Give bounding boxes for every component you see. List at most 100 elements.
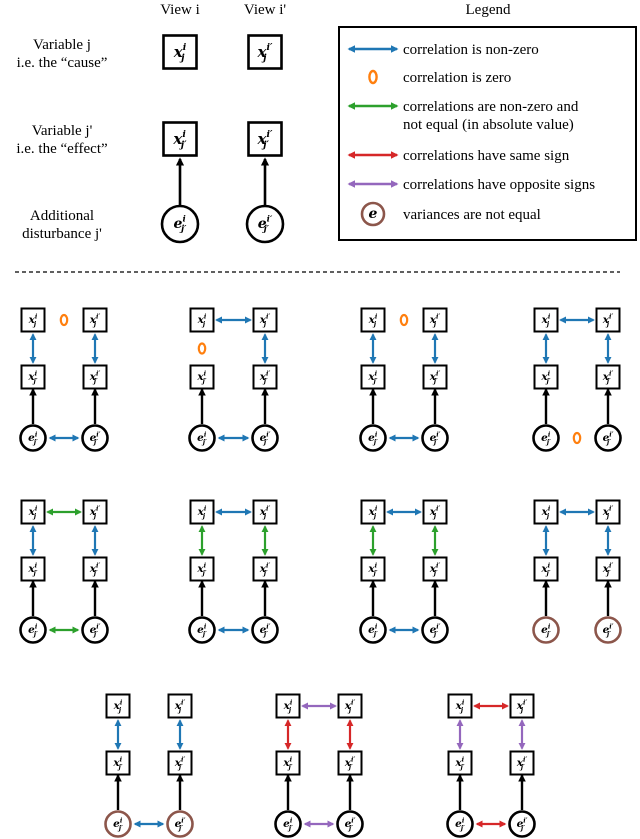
- x-view-ip-effect: [252, 556, 278, 582]
- x-view-i-effect-label-base: x: [540, 371, 548, 383]
- x-view-i-effect-label-base: x: [196, 371, 204, 383]
- x-view-ip-cause-label: xi′j: [429, 505, 441, 520]
- header-x-view-i-effect-label-sup: i: [182, 129, 186, 140]
- e-view-ip: [421, 616, 449, 644]
- x-view-i-cause-label-sup: i: [375, 505, 378, 513]
- x-view-ip-effect-label: xi′j′: [429, 562, 441, 577]
- x-view-ip-effect-label-sup: i′: [436, 370, 440, 378]
- e-view-ip-label-base: e: [260, 624, 267, 636]
- header-x-view-ip-effect-label-sub: j′: [261, 139, 269, 150]
- x-view-ip-cause-label: xi′j: [259, 505, 271, 520]
- e-view-ip: [508, 810, 536, 838]
- x-view-i-cause-label-sub: j: [201, 320, 206, 328]
- x-view-ip-effect-label-sub: j′: [519, 763, 525, 771]
- x-view-ip-cause-label-sub: j: [347, 706, 352, 714]
- x-view-ip-effect-label-sup: i′: [351, 756, 355, 764]
- x-view-ip-cause-label-sub: j: [605, 320, 610, 328]
- e-view-ip-label-sup: i′: [351, 817, 355, 825]
- x-view-i-cause-label-sub: j: [287, 706, 292, 714]
- e-view-ip-label: ei′j′: [260, 623, 271, 638]
- left-correlation-zero-correlation: [197, 342, 207, 355]
- x-view-ip-effect: [509, 750, 535, 776]
- x-view-ip-cause-label-sub: j: [519, 706, 524, 714]
- x-view-ip-effect-label-sup: i′: [609, 370, 613, 378]
- x-view-i-effect-label-base: x: [27, 563, 35, 575]
- top-correlation-zero-correlation: [399, 313, 409, 327]
- e-view-ip-label-sub: j′: [92, 630, 98, 638]
- x-view-i-cause-label-sub: j: [545, 320, 550, 328]
- x-view-ip-cause: [595, 499, 621, 525]
- x-view-i-cause-label-base: x: [113, 700, 121, 712]
- x-view-i-effect: [533, 364, 559, 390]
- e-view-i-label-base: e: [541, 624, 548, 636]
- x-view-ip-effect-label: xi′j′: [516, 756, 528, 771]
- x-view-ip-cause-label-sub: j: [262, 320, 267, 328]
- x-view-i-effect-label-base: x: [112, 757, 120, 769]
- header-e-view-ip-label: ei′j′: [258, 215, 273, 235]
- header-view-i-prime: View i': [244, 2, 287, 18]
- e-view-ip: [81, 424, 109, 452]
- x-view-ip-cause-label-sup: i′: [609, 505, 613, 513]
- x-view-ip-effect-label-base: x: [259, 563, 267, 575]
- x-view-i-effect-label-sub: j′: [545, 569, 551, 577]
- x-view-ip-cause-label: xi′j: [89, 313, 101, 328]
- x-view-i-effect-label-sub: j′: [372, 377, 378, 385]
- x-view-i-effect-label-sup: i: [120, 756, 123, 764]
- e-view-i-label-sup: i: [35, 431, 38, 439]
- e-view-ip-label: ei′j′: [345, 817, 356, 832]
- header-e-view-i-label-sup: i: [182, 215, 185, 225]
- e-view-ip-label-sub: j′: [432, 438, 438, 446]
- e-view-i-label-base: e: [283, 818, 290, 830]
- e-view-ip: [81, 616, 109, 644]
- legend-item-brownnode-text: variances are not equal: [403, 207, 541, 223]
- e-view-ip: [594, 616, 622, 644]
- x-view-ip-cause-label-sup: i′: [266, 313, 270, 321]
- e-view-i-label-sub: j′: [459, 824, 465, 832]
- x-view-ip-cause: [422, 499, 448, 525]
- x-view-ip-cause-label: xi′j: [174, 699, 186, 714]
- e-view-ip-label-sup: i′: [266, 623, 270, 631]
- x-view-i-effect: [360, 364, 386, 390]
- x-view-i-effect-label-base: x: [282, 757, 290, 769]
- x-view-ip-effect: [82, 364, 108, 390]
- x-view-i-cause: [20, 499, 46, 525]
- x-view-i-cause: [275, 693, 301, 719]
- header-x-view-ip-cause-label-sup: i′: [266, 42, 273, 53]
- legend-item-green-text: correlations are non-zero and: [403, 99, 579, 115]
- x-view-ip-effect-label-sub: j′: [262, 377, 268, 385]
- header-e-view-ip-label-sup: i′: [267, 215, 273, 225]
- x-view-i-effect-label-sup: i: [290, 756, 293, 764]
- x-view-i-effect: [189, 556, 215, 582]
- x-view-i-cause-label-sub: j: [32, 512, 37, 520]
- e-view-ip-label-base: e: [90, 624, 97, 636]
- x-view-i-cause: [447, 693, 473, 719]
- x-view-i-effect-label-base: x: [27, 371, 35, 383]
- x-view-ip-cause: [252, 307, 278, 333]
- x-view-ip-effect-label-base: x: [429, 371, 437, 383]
- x-view-ip-effect-label: xi′j′: [602, 370, 614, 385]
- x-view-ip-cause-label-sup: i′: [266, 505, 270, 513]
- e-view-i-label-sup: i: [375, 431, 378, 439]
- x-view-ip-cause-label-sub: j: [92, 320, 97, 328]
- x-view-ip-effect-label-sub: j′: [92, 377, 98, 385]
- header-x-view-i-cause-label-sub: j: [179, 52, 185, 63]
- header-x-view-ip-effect: [247, 121, 283, 157]
- x-view-ip-cause-label: xi′j: [516, 699, 528, 714]
- legend-item-blue-text: correlation is non-zero: [403, 42, 539, 58]
- x-view-i-cause-label-sup: i: [290, 699, 293, 707]
- x-view-ip-cause-label-sup: i′: [436, 313, 440, 321]
